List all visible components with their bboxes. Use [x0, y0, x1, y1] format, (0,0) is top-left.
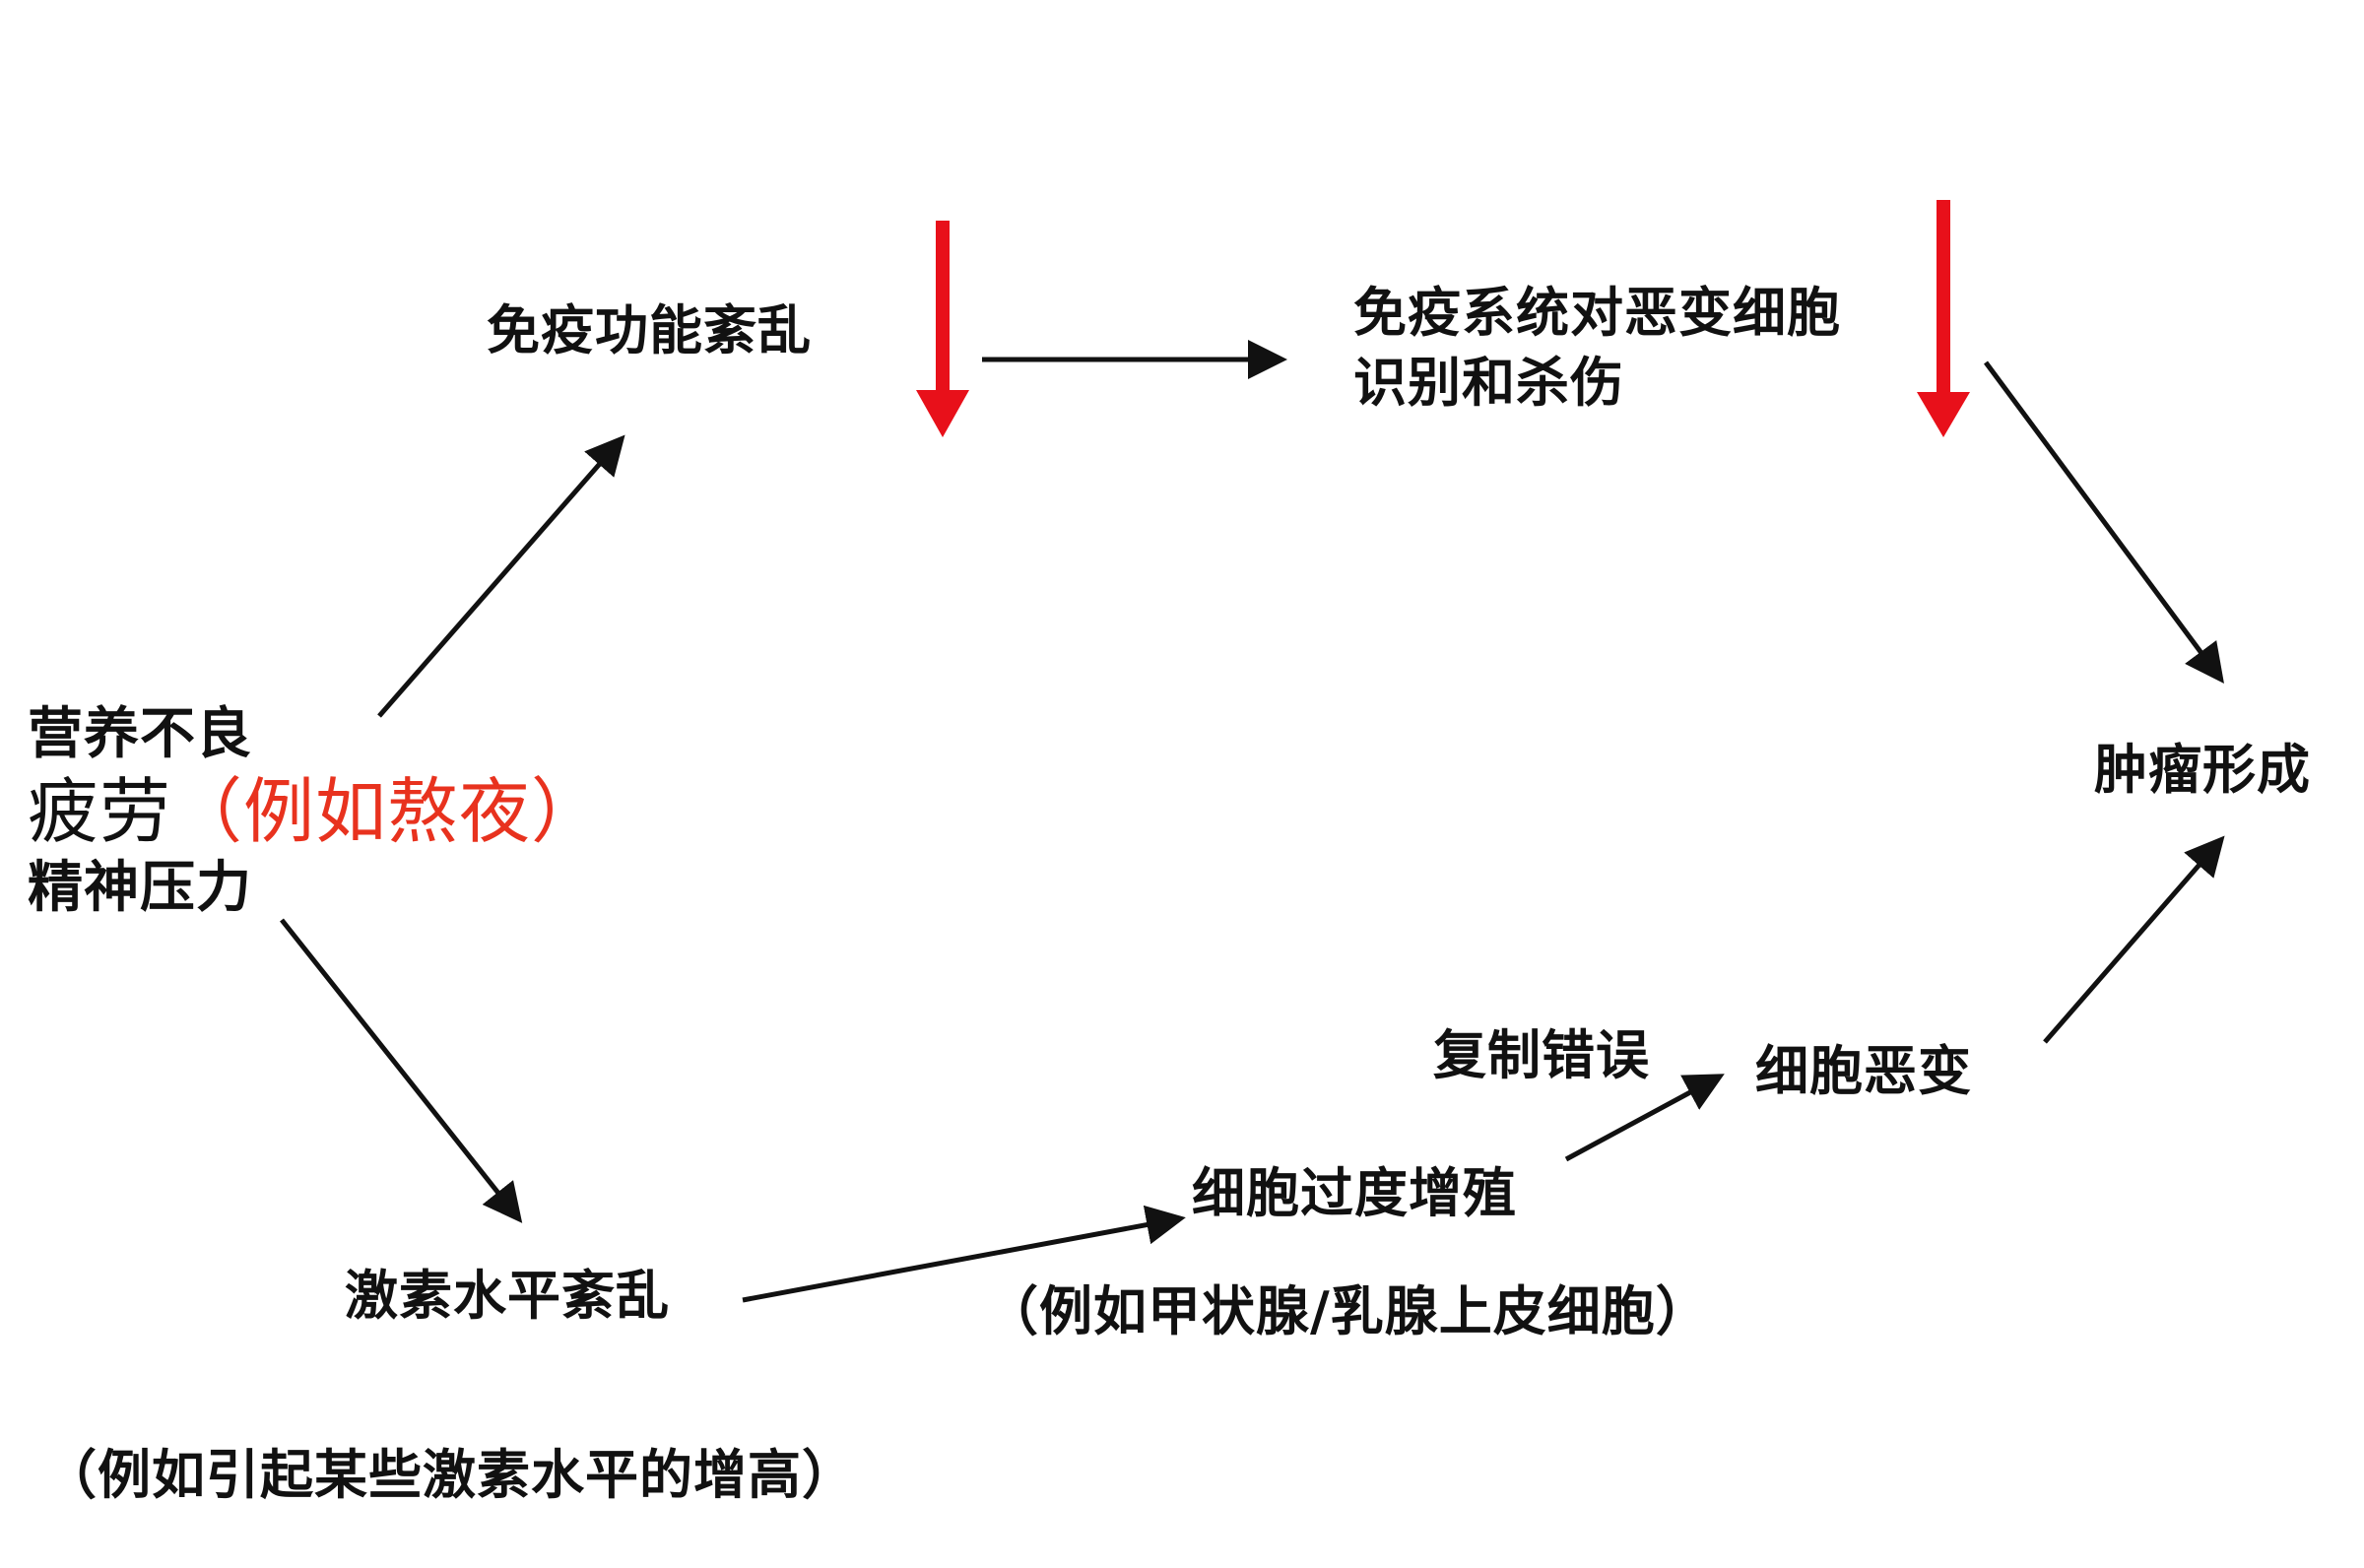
- cause-fatigue: 疲劳: [28, 770, 172, 854]
- cause-fatigue-row: 疲劳（例如熬夜）: [28, 769, 603, 854]
- node-replication-error: 复制错误: [1433, 1024, 1650, 1086]
- cause-mental-stress: 精神压力: [28, 855, 252, 920]
- causes-block: 营养不良 疲劳（例如熬夜） 精神压力: [28, 701, 603, 921]
- node-tumor-formation: 肿瘤形成: [2094, 739, 2311, 801]
- cause-malnutrition: 营养不良: [28, 702, 252, 766]
- cause-fatigue-example: （例如熬夜）: [171, 770, 604, 854]
- node-immune-recognition-line1: 免疫系统对恶变细胞: [1353, 282, 1841, 344]
- hormone-example-note: （例如引起某些激素水平的增高）: [43, 1444, 856, 1506]
- arrow-hormone-to-proliferation: [742, 1205, 1186, 1303]
- node-immune-recognition-line2: 识别和杀伤: [1353, 352, 1624, 415]
- node-immune-disorder: 免疫功能紊乱: [487, 299, 812, 361]
- arrow-proliferation-to-malignancy: [1564, 1074, 1725, 1162]
- arrow-recognition-to-tumor: [1983, 360, 2224, 685]
- node-cell-malignancy: 细胞恶变: [1755, 1040, 1972, 1102]
- node-cell-proliferation: 细胞过度增殖: [1192, 1162, 1517, 1224]
- red-down-arrow-immune: [916, 221, 969, 437]
- arrow-causes-to-immune-disorder: [377, 434, 625, 718]
- arrow-malignancy-to-tumor: [2043, 835, 2225, 1044]
- arrow-causes-to-hormone-disorder: [280, 918, 523, 1223]
- node-immune-recognition: 免疫系统对恶变细胞 识别和杀伤: [1353, 278, 1841, 419]
- node-hormone-disorder: 激素水平紊乱: [345, 1265, 670, 1327]
- proliferation-example-note: （例如甲状腺/乳腺上皮细胞）: [985, 1280, 1710, 1342]
- red-down-arrow-recognition: [1917, 200, 1970, 437]
